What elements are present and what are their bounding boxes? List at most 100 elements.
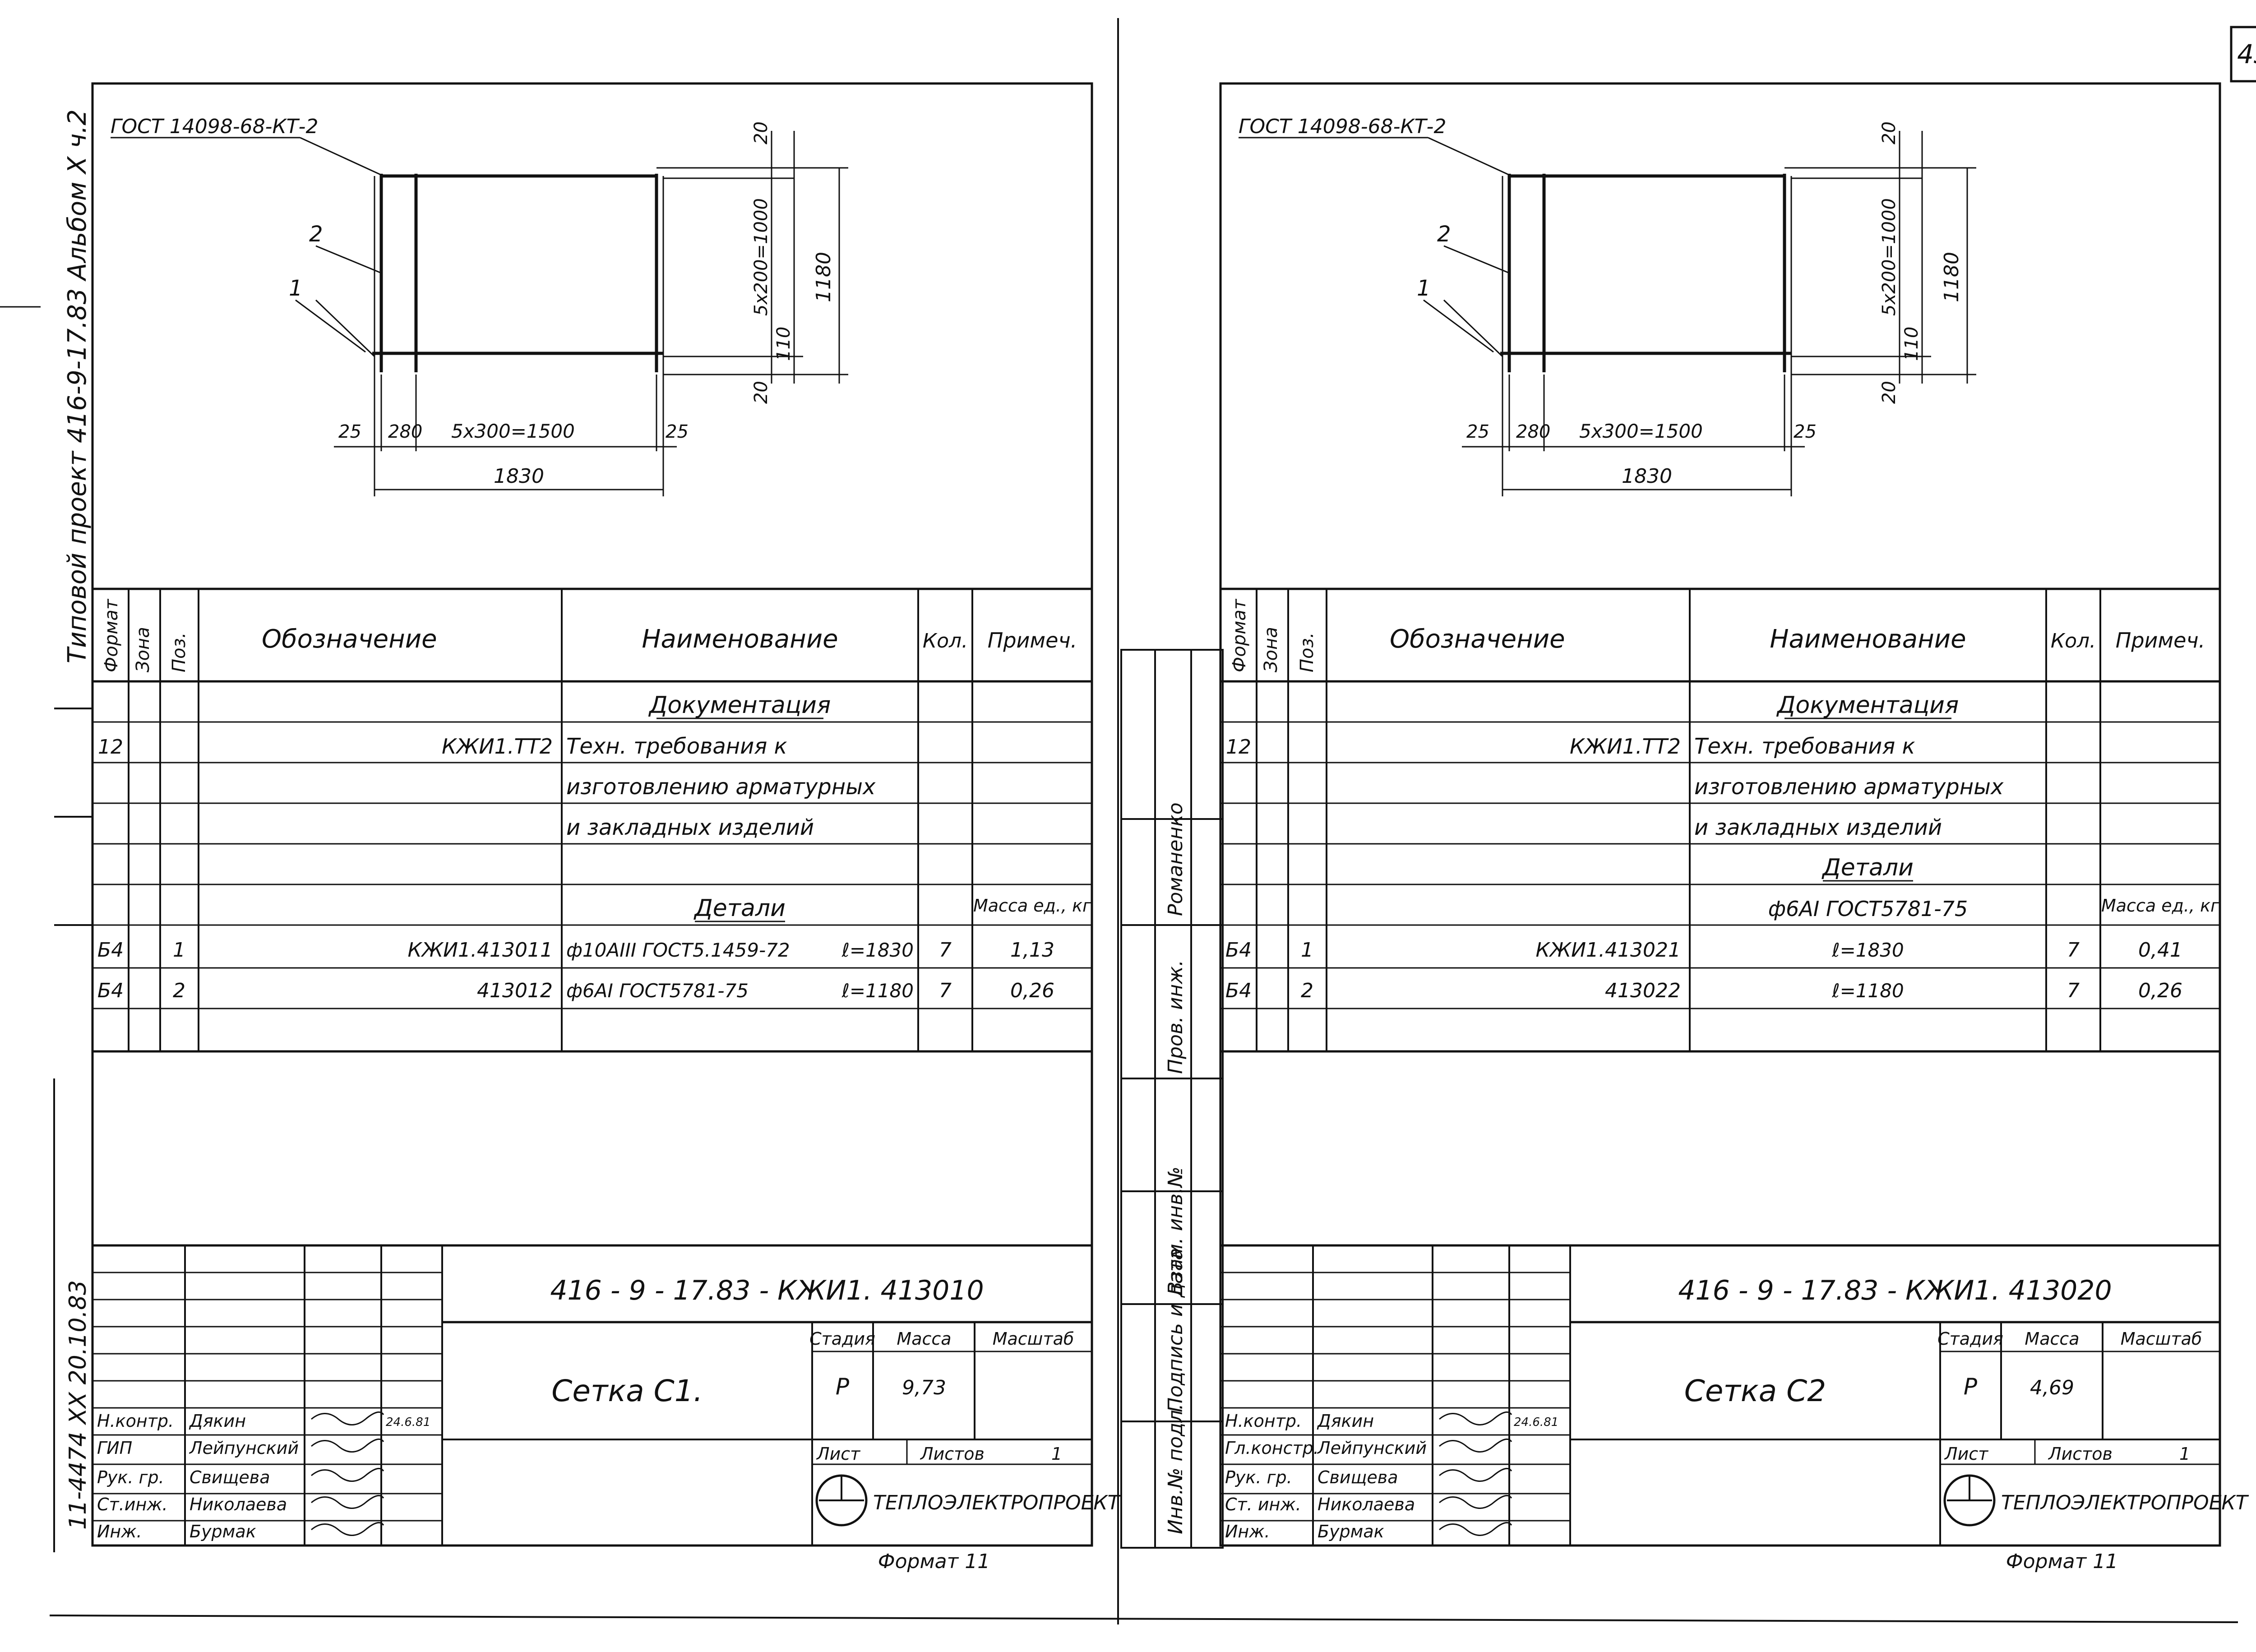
- lbl-stage: Стадия: [1937, 1329, 2003, 1349]
- row-pos: 2: [1301, 979, 1313, 1002]
- signer-role: Инж.: [97, 1522, 142, 1541]
- label-podpis-data: Подпись и дата: [1164, 1248, 1187, 1412]
- leader-2: [1443, 245, 1510, 274]
- signer-role: Гл.констр.: [1225, 1438, 1319, 1458]
- gost-label: ГОСТ 14098-68-КТ-2: [111, 115, 318, 138]
- hdr-format: Формат: [1229, 598, 1250, 672]
- signature-scribble: [311, 1411, 384, 1425]
- section-documentation: Документация: [648, 692, 831, 719]
- label-romanenko: Романенко: [1164, 802, 1187, 916]
- doc-format: 12: [1226, 736, 1251, 759]
- row-designation: КЖИ1.413021: [1536, 939, 1681, 962]
- row-designation: 413022: [1605, 979, 1681, 1002]
- row-length: ℓ=1830: [841, 939, 914, 961]
- label-inv-podl: Инв.№ подл.: [1164, 1403, 1187, 1534]
- row-pos: 1: [173, 939, 185, 962]
- dim-110: 110: [1901, 327, 1922, 361]
- row-pos: 2: [173, 979, 185, 1002]
- gost-leader: [1428, 137, 1512, 177]
- signer-name: Свищева: [190, 1467, 270, 1487]
- gost-label: ГОСТ 14098-68-КТ-2: [1239, 115, 1446, 138]
- stage-value: Р: [1964, 1374, 1978, 1400]
- sign-date: 24.6.81: [386, 1416, 430, 1429]
- page-number-frame: [2230, 26, 2256, 83]
- lbl-mass: Масса: [2025, 1329, 2079, 1349]
- label-vzam-inv: Взам. инв.№: [1164, 1166, 1187, 1295]
- signer-name: Бурмак: [1318, 1522, 1384, 1541]
- row-qty: 7: [2067, 939, 2080, 962]
- stage-value: Р: [836, 1374, 850, 1400]
- company-name: ТЕПЛОЭЛЕКТРОПРОЕКТ: [873, 1491, 1121, 1514]
- dim-20-bottom: 20: [751, 381, 772, 404]
- hdr-pos: Поз.: [1297, 632, 1318, 672]
- hdr-mass-unit: Масса ед., кг: [973, 896, 1092, 916]
- signature-scribble: [1439, 1411, 1512, 1425]
- signature-scribble: [311, 1522, 384, 1536]
- lbl-stage: Стадия: [809, 1329, 875, 1349]
- hdr-qty: Кол.: [2051, 629, 2096, 652]
- company-logo: [1943, 1474, 1996, 1527]
- lbl-sheets: Листов: [920, 1444, 985, 1464]
- section-documentation: Документация: [1776, 692, 1959, 719]
- lbl-scale: Масштаб: [993, 1329, 1074, 1349]
- signer-role: Рук. гр.: [97, 1467, 164, 1487]
- bottom-cut-line: [49, 1615, 2238, 1623]
- dim-5x300: 5x300=1500: [451, 420, 575, 442]
- hdr-mass-unit: Масса ед., кг: [2101, 896, 2220, 916]
- spec-table: Формат Зона Поз. Обозначение Наименование Кол…: [1219, 588, 2221, 1053]
- left-margin: Типовой проект 416-9-17.83 Альбом X ч.21…: [0, 109, 92, 1552]
- signer-name: Бурмак: [190, 1522, 256, 1541]
- leader-1b: [1443, 299, 1503, 357]
- row-designation: КЖИ1.413011: [408, 939, 553, 962]
- dim-25-right: 25: [666, 421, 689, 442]
- signature-scribble: [311, 1438, 384, 1453]
- hdr-note: Примеч.: [2116, 628, 2205, 652]
- row-mass: 1,13: [1010, 939, 1054, 962]
- gost-leader: [300, 137, 384, 177]
- lbl-sheet: Лист: [1944, 1444, 1989, 1464]
- page-number-box: 43: [2230, 26, 2256, 83]
- hdr-name: Наименование: [642, 625, 838, 654]
- dim-20-top: 20: [751, 121, 772, 144]
- sign-date: 24.6.81: [1514, 1416, 1558, 1429]
- signature-scribble: [1439, 1467, 1512, 1482]
- signer-name: Лейпунский: [1317, 1438, 1427, 1458]
- row-length: ℓ=1180: [1831, 980, 1904, 1002]
- row-qty: 7: [2067, 979, 2080, 1002]
- row-format: Б4: [1225, 939, 1252, 962]
- lbl-sheets: Листов: [2048, 1444, 2113, 1464]
- dim-1180: 1180: [812, 252, 835, 302]
- dim-110: 110: [773, 327, 794, 361]
- row-mass: 0,26: [1010, 979, 1054, 1002]
- dim-5x300: 5x300=1500: [1579, 420, 1703, 442]
- doc-format: 12: [98, 736, 123, 759]
- hdr-zone: Зона: [1261, 627, 1281, 672]
- dim-5x200: 5x200=1000: [1879, 198, 1900, 316]
- doc-designation: КЖИ1.ТТ2: [442, 734, 553, 759]
- signer-name: Свищева: [1318, 1467, 1398, 1487]
- left-margin-title: Типовой проект 416-9-17.83 Альбом X ч.2: [63, 109, 92, 663]
- leader-1: [1423, 299, 1494, 353]
- doc-name-line-1: Техн. требования к: [1694, 734, 1915, 759]
- material-line: ф6АI ГОСТ5781-75: [1768, 897, 1968, 921]
- signature-scribble: [1439, 1438, 1512, 1453]
- row-designation: 413012: [477, 979, 553, 1002]
- hdr-format: Формат: [101, 598, 122, 672]
- hdr-designation: Обозначение: [1390, 625, 1565, 654]
- signer-name: Лейпунский: [189, 1438, 299, 1458]
- dim-1830: 1830: [494, 465, 544, 488]
- pos-label-1: 1: [289, 276, 303, 301]
- drawing-title: Сетка С1.: [551, 1374, 703, 1408]
- row-qty: 7: [939, 939, 952, 962]
- dim-280: 280: [1516, 421, 1550, 442]
- hdr-name: Наименование: [1770, 625, 1966, 654]
- dim-1180: 1180: [1940, 252, 1963, 302]
- drawing-code: 416 - 9 - 17.83 - КЖИ1. 413020: [1678, 1275, 2112, 1306]
